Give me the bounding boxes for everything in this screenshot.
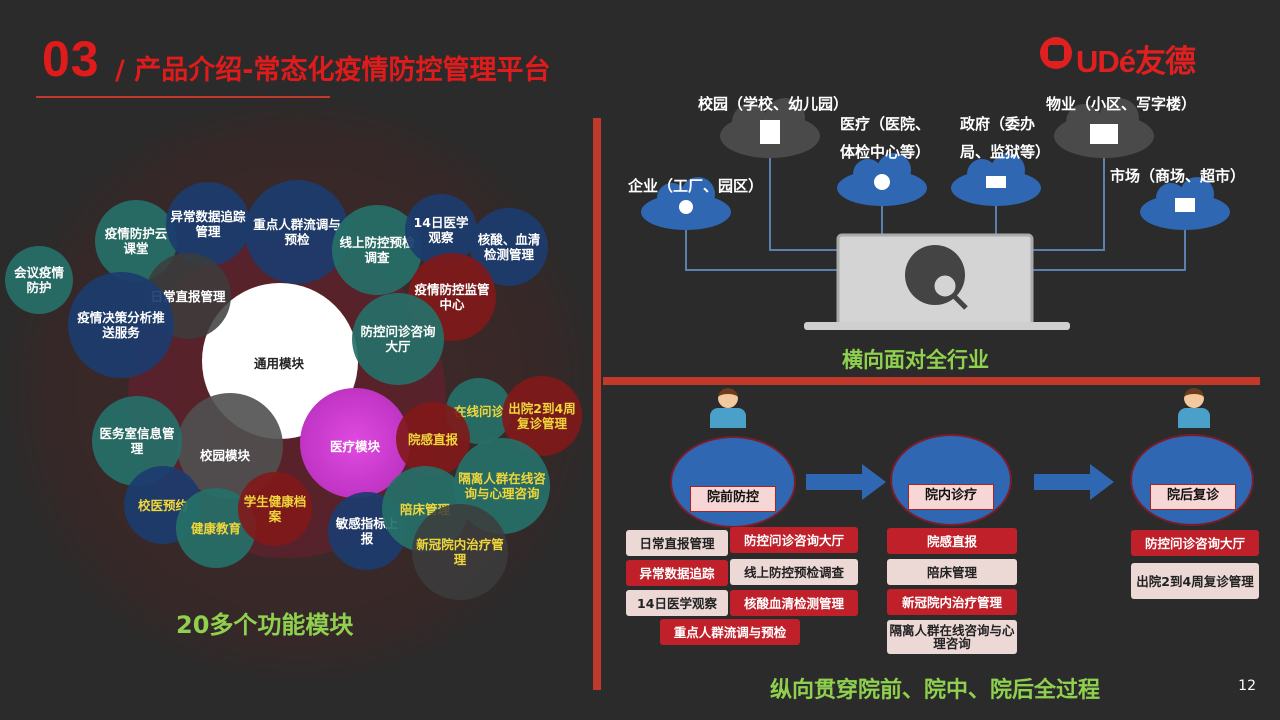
- pre-item-abnormal-tracking: 异常数据追踪: [626, 560, 728, 586]
- arrow-in-to-post-icon: [1034, 464, 1114, 500]
- campus-module-label: 校园模块: [200, 448, 251, 463]
- bubble-infection-report: 院感直报: [396, 402, 470, 476]
- stage-in-circle: [890, 434, 1012, 526]
- in-item-infection-report: 院感直报: [887, 528, 1017, 554]
- medical-module-circle: [300, 388, 410, 498]
- brand-logo: UDé友德: [1040, 36, 1208, 79]
- medical-module-label: 医疗模块: [330, 439, 381, 454]
- title-underline: [36, 96, 330, 98]
- industry-campus: 校园（学校、幼儿园）: [698, 95, 849, 113]
- stage-post-circle: [1130, 434, 1254, 526]
- bubble-isolation-consult: 隔离人群在线咨询与心理咨询: [454, 438, 550, 534]
- bubble-key-population: 重点人群流调与预检: [245, 180, 349, 284]
- pre-item-online-precheck: 线上防控预检调查: [730, 559, 858, 585]
- page-number: 12: [1238, 678, 1256, 694]
- pre-item-daily-report: 日常直报管理: [626, 530, 728, 556]
- process-caption: 纵向贯穿院前、院中、院后全过程: [770, 678, 1101, 703]
- page-title: / 产品介绍-常态化疫情防控管理平台: [115, 55, 551, 86]
- arrow-pre-to-in-icon: [806, 464, 886, 500]
- industry-government: 政府（委办局、监狱等）: [960, 115, 1051, 161]
- logo-text: UDé友德: [1076, 44, 1196, 79]
- pre-item-key-population: 重点人群流调与预检: [660, 619, 800, 645]
- horizontal-divider: [603, 377, 1260, 385]
- in-item-isolation-consult: 隔离人群在线咨询与心理咨询: [887, 620, 1017, 654]
- logo-mark-icon: [1040, 37, 1072, 69]
- industry-caption: 横向面对全行业: [842, 348, 989, 372]
- in-item-escort: 陪床管理: [887, 559, 1017, 585]
- pre-item-consult-hall: 防控问诊咨询大厅: [730, 527, 858, 553]
- stage-pre-label: 院前防控: [690, 486, 776, 512]
- vertical-divider: [593, 118, 601, 690]
- bubble-covid-treatment: 新冠院内治疗管理: [412, 504, 508, 600]
- patient-avatar-icon: [1176, 388, 1212, 428]
- industry-enterprise: 企业（工厂、园区）: [628, 177, 764, 195]
- bubble-health-records: 学生健康档案: [238, 472, 312, 546]
- general-module-label: 通用模块: [254, 356, 305, 371]
- industry-market: 市场（商场、超市）: [1110, 167, 1246, 185]
- doctor-avatar-icon: [706, 388, 750, 428]
- bubble-abnormal-data: 异常数据追踪管理: [166, 182, 250, 266]
- stage-pre-circle: [670, 436, 796, 528]
- modules-caption: 20多个功能模块: [176, 611, 354, 639]
- bubble-meeting-protection: 会议疫情防护: [5, 246, 73, 314]
- pre-item-nucleic-test: 核酸血清检测管理: [730, 590, 858, 616]
- industry-network: [641, 98, 1230, 330]
- post-item-consult-hall: 防控问诊咨询大厅: [1131, 530, 1259, 556]
- stage-in-label: 院内诊疗: [908, 484, 994, 510]
- bubble-consultation-hall: 防控问诊咨询大厅: [352, 293, 444, 385]
- bubble-decision-analysis: 疫情决策分析推送服务: [68, 272, 174, 378]
- industry-property: 物业（小区、写字楼）: [1046, 95, 1197, 113]
- stage-post-label: 院后复诊: [1150, 484, 1236, 510]
- post-item-followup: 出院2到4周复诊管理: [1131, 563, 1259, 599]
- in-item-covid-treatment: 新冠院内治疗管理: [887, 589, 1017, 615]
- industry-medical: 医疗（医院、体检中心等）: [840, 115, 931, 161]
- pre-item-14day-observation: 14日医学观察: [626, 590, 728, 616]
- section-number: 03: [42, 31, 100, 87]
